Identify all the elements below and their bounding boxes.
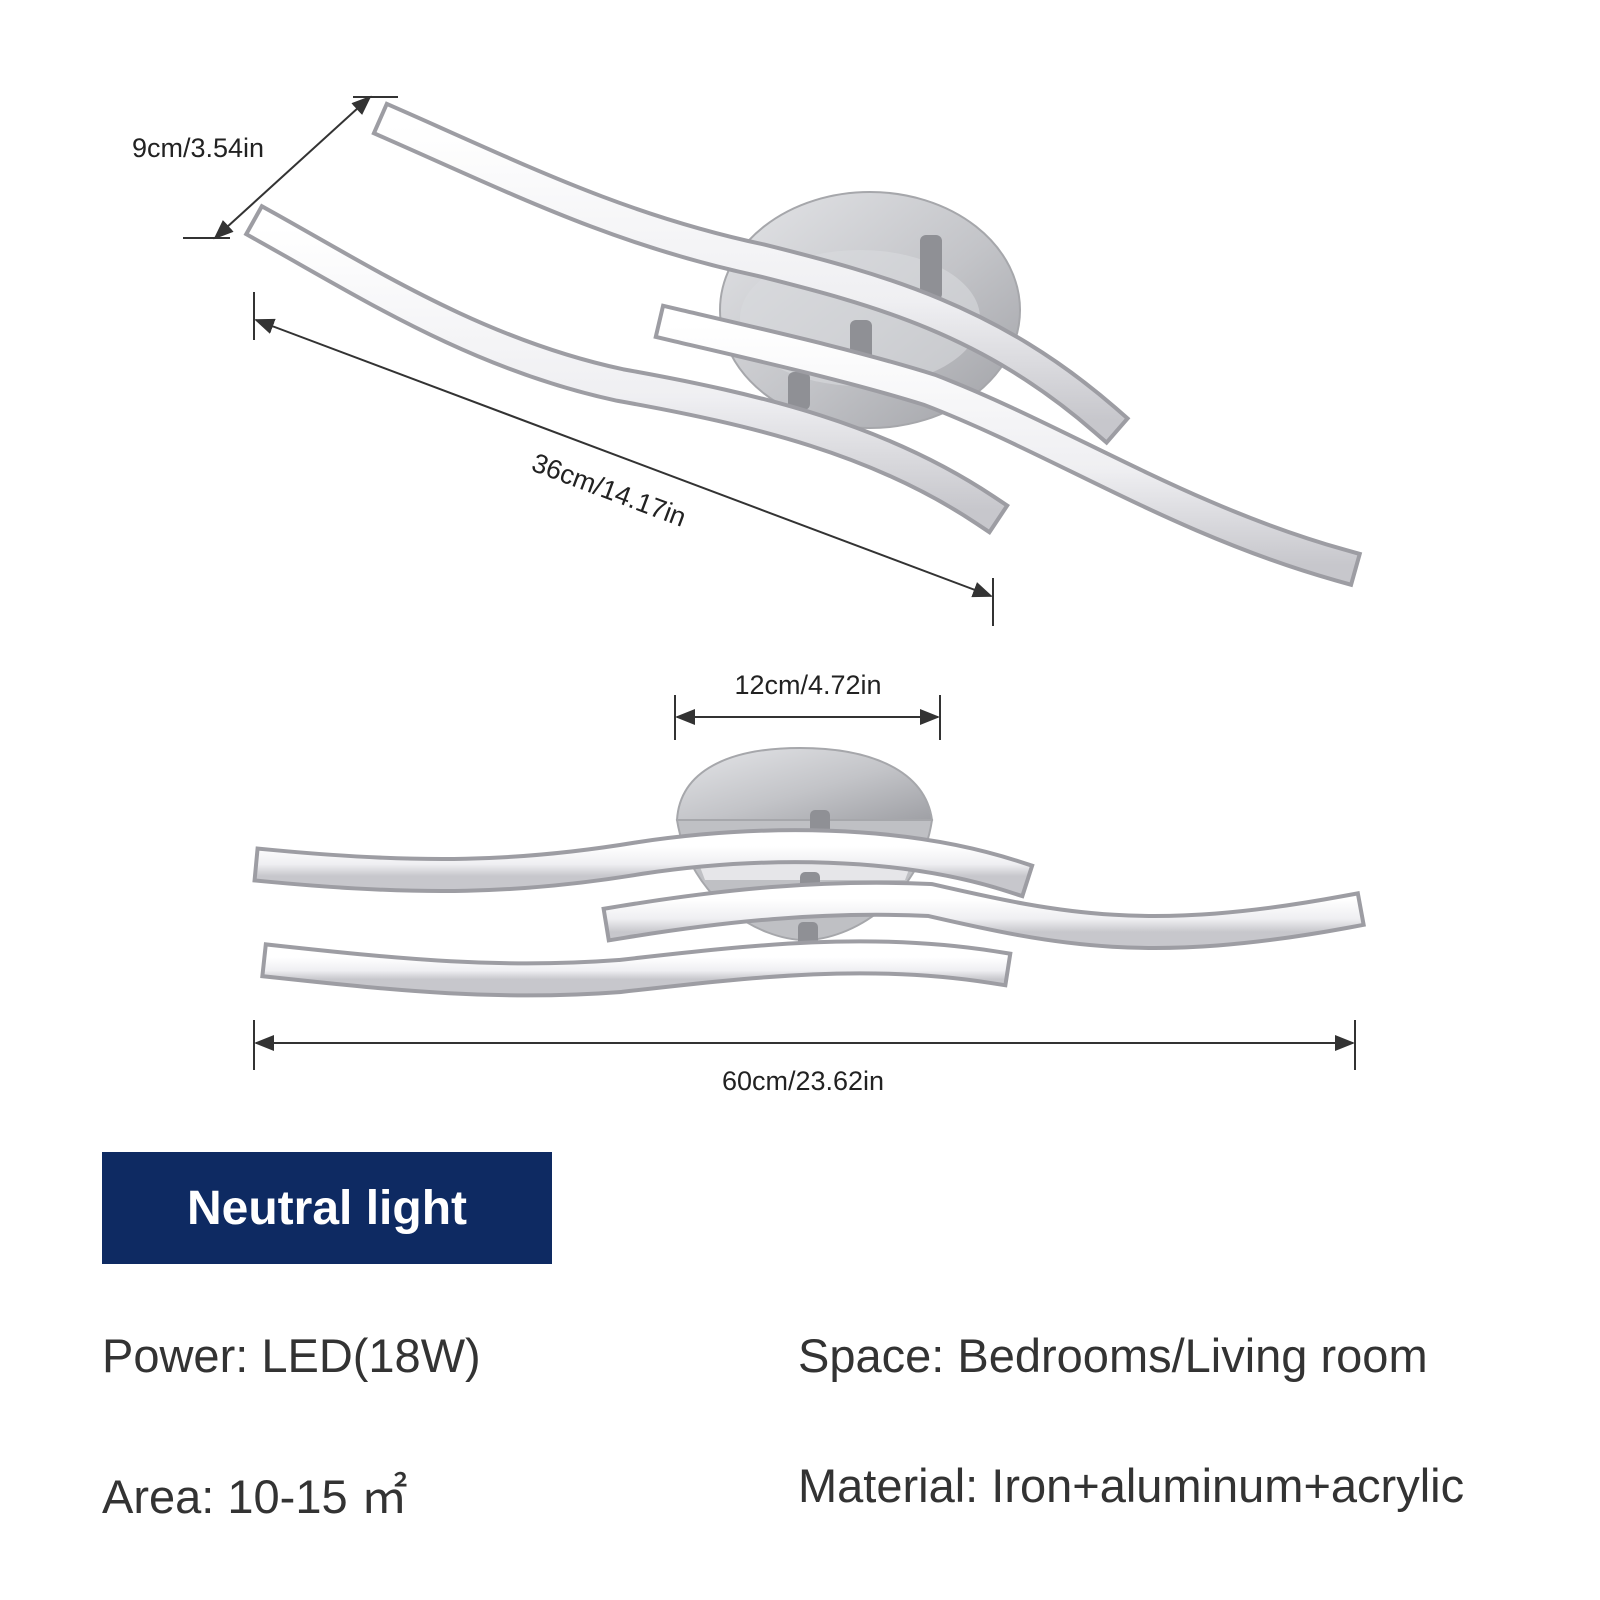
ceiling-light-angled-view — [243, 101, 1363, 588]
depth-label: 9cm/3.54in — [132, 133, 264, 163]
depth-dimension: 9cm/3.54in — [132, 95, 398, 240]
led-bar-front-lower — [260, 939, 1013, 998]
led-bar-top — [371, 101, 1131, 446]
length-side-label: 36cm/14.17in — [528, 448, 690, 533]
canopy-width-label: 12cm/4.72in — [734, 670, 881, 700]
overall-length-label: 60cm/23.62in — [722, 1066, 884, 1096]
light-color-label: Neutral light — [186, 1181, 467, 1235]
spec-power: Power: LED(18W) — [102, 1329, 481, 1382]
spec-space: Space: Bedrooms/Living room — [798, 1329, 1428, 1382]
light-color-badge: Neutral light — [102, 1152, 552, 1264]
standoff-post — [920, 235, 942, 300]
product-dimension-drawing: 9cm/3.54in 36cm/14.17in — [132, 95, 1366, 1096]
canopy-width-dimension: 12cm/4.72in — [674, 670, 941, 740]
led-bar-front-middle — [601, 880, 1366, 950]
led-bar-front-upper — [252, 828, 1035, 899]
overall-length-dimension: 60cm/23.62in — [253, 1020, 1356, 1096]
ceiling-light-front-view — [252, 746, 1366, 998]
spec-area: Area: 10-15 ㎡ — [102, 1470, 408, 1523]
standoff-post — [788, 372, 810, 410]
spec-material: Material: Iron+aluminum+acrylic — [798, 1459, 1465, 1512]
